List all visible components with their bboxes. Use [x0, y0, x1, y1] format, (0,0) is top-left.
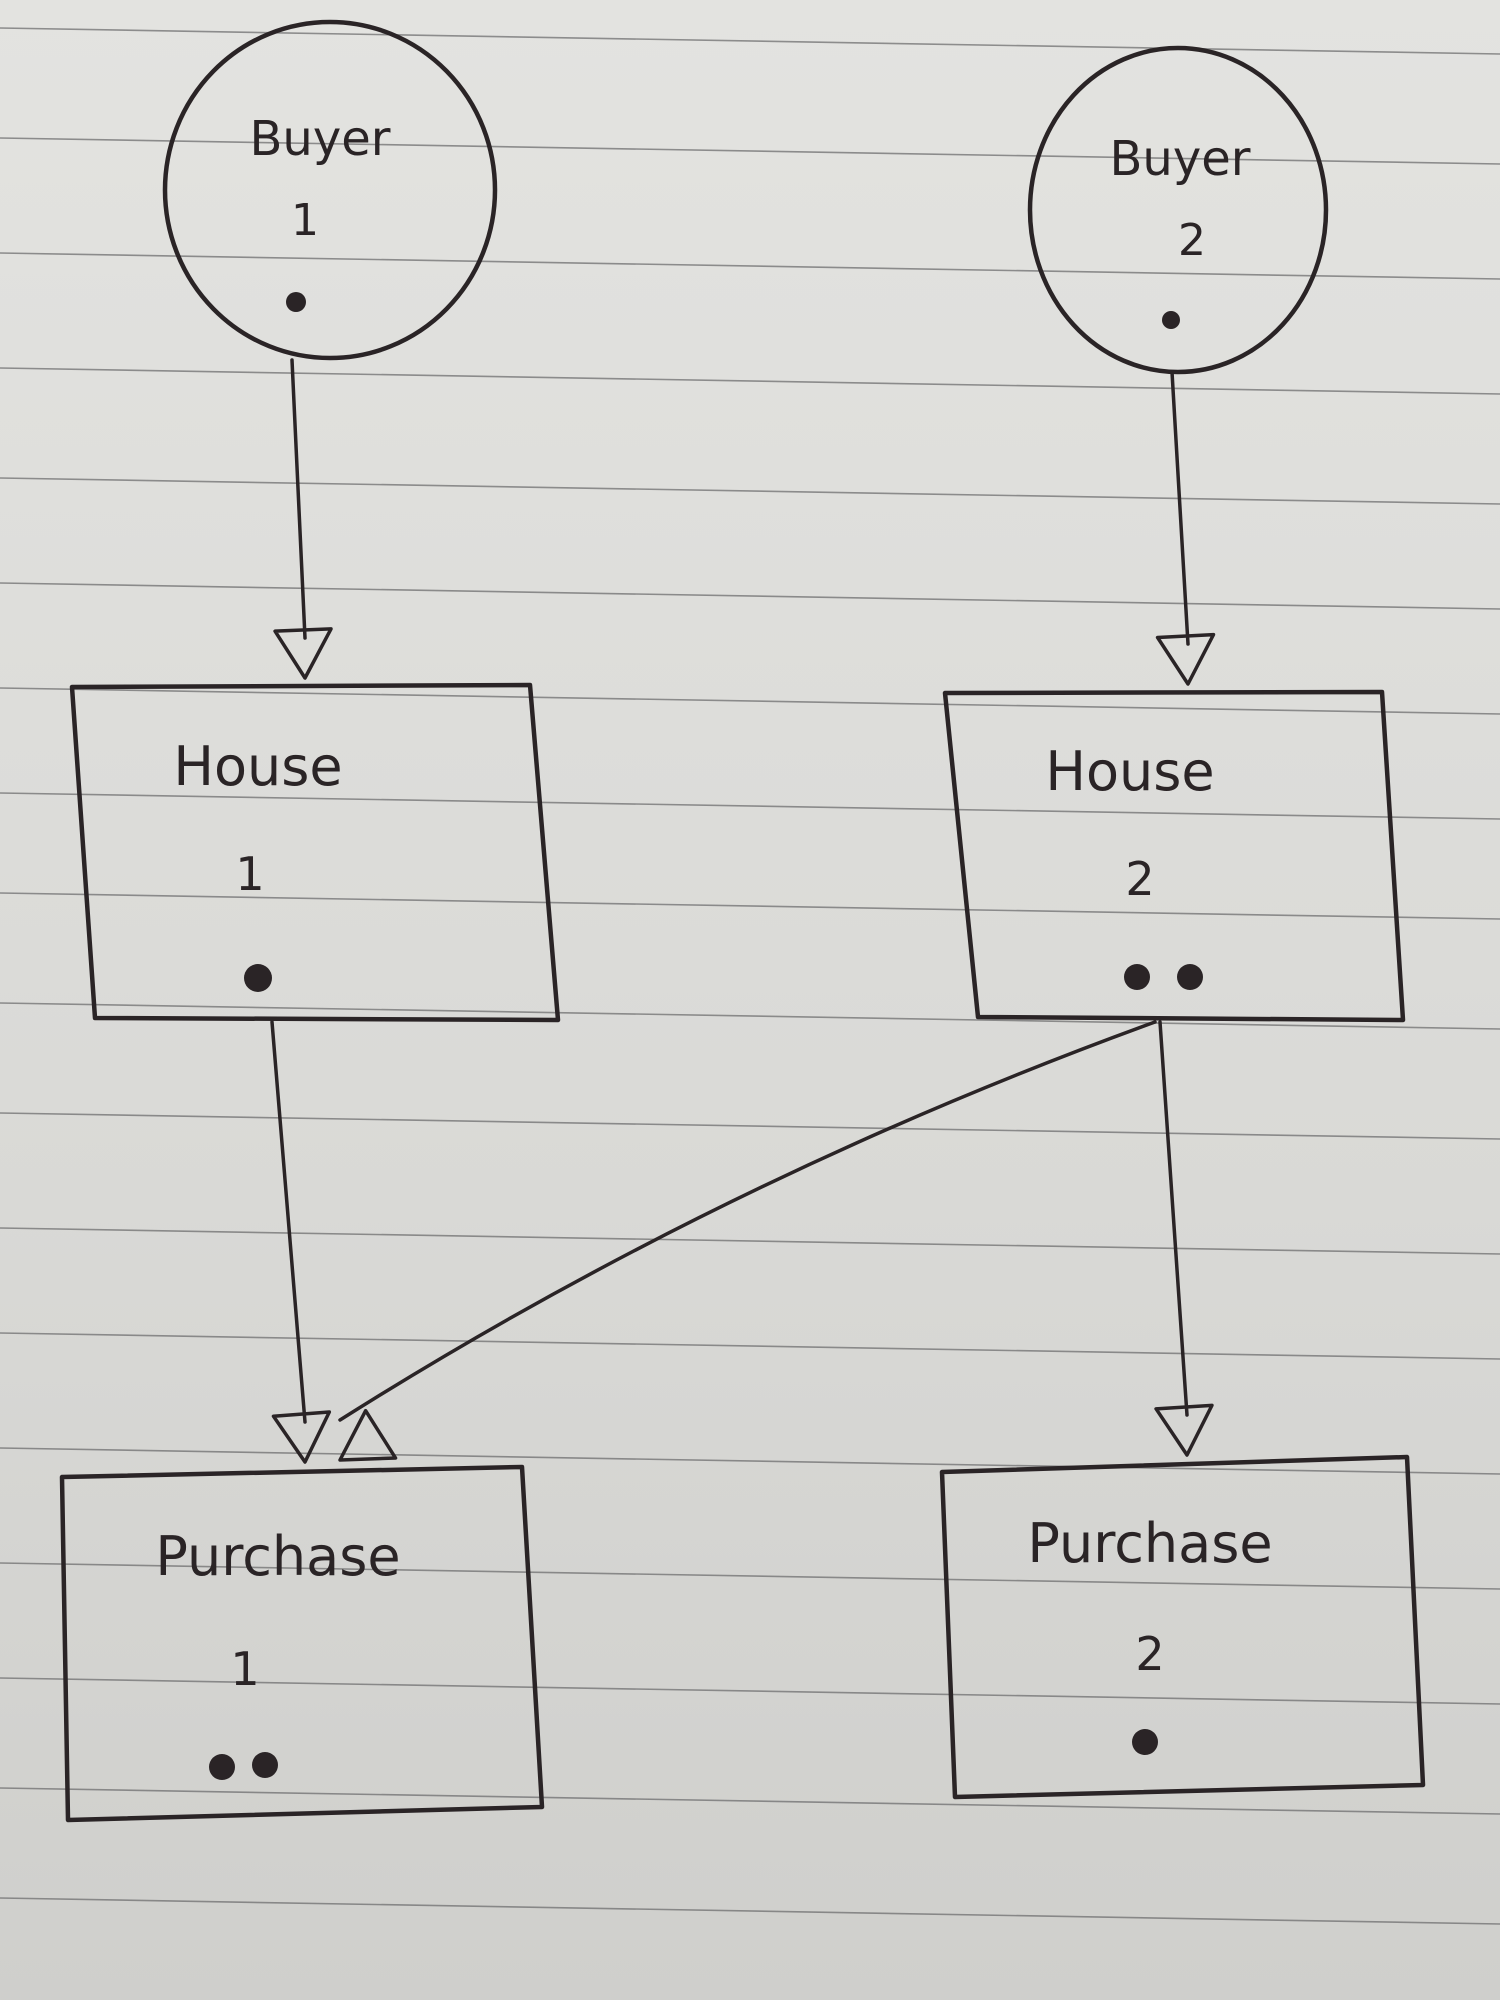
ruled-line-12	[0, 1227, 1500, 1255]
ruled-line-15	[0, 1562, 1500, 1590]
arrow-head	[1155, 632, 1216, 686]
node-buyer-2: Buyer 2	[1027, 45, 1329, 375]
buyer-1-number: 1	[291, 195, 319, 246]
buyer-2-number: 2	[1178, 215, 1206, 266]
arrow-head	[338, 1408, 398, 1462]
purchase-1-number: 1	[230, 1642, 259, 1696]
node-purchase-2: Purchase 2	[939, 1454, 1426, 1800]
ruled-line-5	[0, 477, 1500, 505]
ruled-line-1	[0, 27, 1500, 55]
house-2-box	[942, 689, 1406, 1023]
edges-layer	[270, 358, 1216, 1464]
house-2-dot-1	[1124, 964, 1150, 990]
ruled-line-2	[0, 137, 1500, 165]
ruled-line-7	[0, 687, 1500, 715]
ruled-line-13	[0, 1332, 1500, 1360]
arrow-head	[273, 627, 333, 680]
edge-buyer-2-to-house-2	[1155, 370, 1216, 686]
house-2-dots	[1124, 964, 1203, 990]
purchase-2-dot-1	[1132, 1729, 1158, 1755]
edge-house-2-to-purchase-1	[338, 1020, 1157, 1462]
buyer-1-circle	[162, 19, 498, 361]
buyer-2-dots	[1162, 311, 1180, 329]
ruled-line-4	[0, 367, 1500, 395]
edge-line	[1170, 370, 1190, 646]
ruled-line-11	[0, 1112, 1500, 1140]
node-house-2: House 2	[942, 689, 1406, 1023]
nodes-layer: Buyer 1 Buyer 2 House 1	[59, 19, 1426, 1823]
ruled-line-8	[0, 792, 1500, 820]
ruled-lines	[0, 27, 1500, 1925]
edge-line	[338, 1020, 1157, 1422]
house-2-number: 2	[1125, 852, 1154, 906]
ruled-line-16	[0, 1677, 1500, 1705]
house-1-box	[69, 682, 561, 1023]
purchase-2-label: Purchase	[1027, 1512, 1272, 1575]
ruled-line-6	[0, 582, 1500, 610]
house-1-label: House	[173, 735, 342, 798]
buyer-2-label: Buyer	[1109, 131, 1250, 187]
ruled-line-17	[0, 1787, 1500, 1815]
purchase-1-dots	[209, 1752, 278, 1780]
edge-line	[270, 1020, 307, 1424]
purchase-1-box	[59, 1464, 545, 1823]
purchase-1-label: Purchase	[155, 1525, 400, 1588]
purchase-2-number: 2	[1135, 1627, 1164, 1681]
node-buyer-1: Buyer 1	[162, 19, 498, 361]
ruled-line-14	[0, 1447, 1500, 1475]
edge-line	[1158, 1020, 1189, 1417]
house-1-dot-1	[244, 964, 272, 992]
buyer-1-dots	[286, 292, 306, 312]
house-2-dot-2	[1177, 964, 1203, 990]
buyer-2-dot-1	[1162, 311, 1180, 329]
buyer-2-circle	[1027, 45, 1329, 375]
purchase-1-dot-1	[209, 1754, 235, 1780]
purchase-1-dot-2	[252, 1752, 278, 1778]
arrow-head	[271, 1410, 332, 1464]
ruled-line-10	[0, 1002, 1500, 1030]
purchase-2-box	[939, 1454, 1426, 1800]
ruled-line-18	[0, 1897, 1500, 1925]
house-1-number: 1	[235, 847, 264, 901]
edge-house-1-to-purchase-1	[270, 1020, 332, 1464]
house-1-dots	[244, 964, 272, 992]
buyer-1-dot-1	[286, 292, 306, 312]
edge-house-2-to-purchase-2	[1154, 1020, 1214, 1457]
node-house-1: House 1	[69, 682, 561, 1023]
ruled-line-3	[0, 252, 1500, 280]
house-2-label: House	[1045, 740, 1214, 803]
node-purchase-1: Purchase 1	[59, 1464, 545, 1823]
edge-buyer-1-to-house-1	[273, 358, 333, 680]
purchase-2-dots	[1132, 1729, 1158, 1755]
buyer-1-label: Buyer	[249, 111, 390, 167]
edge-line	[290, 358, 307, 640]
ruled-line-9	[0, 892, 1500, 920]
arrow-head	[1154, 1403, 1214, 1457]
